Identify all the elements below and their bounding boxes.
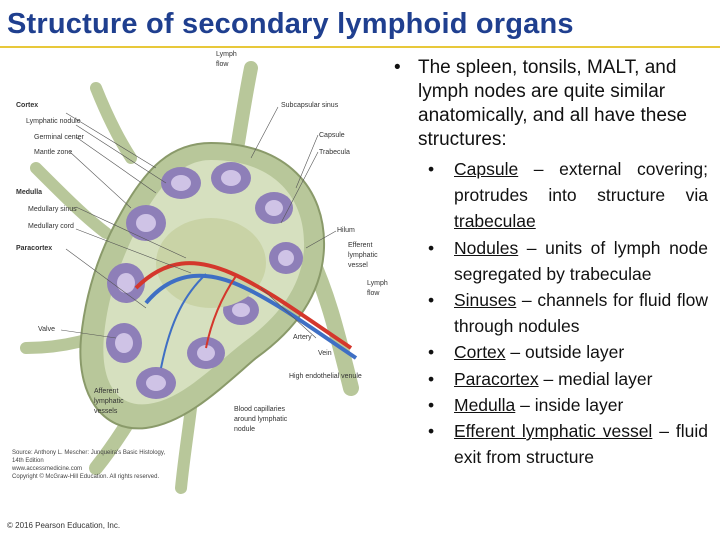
sub-bullet-paracortex: • Paracortex – medial layer (428, 366, 708, 392)
label-cortex: Cortex (16, 102, 39, 109)
desc: – external covering; protrudes into stru… (454, 159, 708, 206)
desc: – fluid exit from structure (454, 421, 708, 468)
title-bar: Structure of secondary lymphoid organs (0, 0, 720, 44)
bullet-dot-icon: • (428, 421, 435, 442)
sub-bullet-cortex: • Cortex – outside layer (428, 339, 708, 365)
bullet-dot-icon: • (428, 394, 435, 415)
bullet-dot-icon: • (428, 342, 435, 363)
term: Medulla (454, 394, 516, 415)
label-germinal-center: Germinal center (34, 134, 84, 141)
medulla-region (156, 218, 266, 308)
label-lymph-flow-top-1: Lymph (216, 51, 237, 58)
label-efferent-1: Efferent (348, 242, 373, 249)
bullet-text: • The spleen, tonsils, MALT, and lymph n… (392, 56, 708, 470)
term: Capsule (454, 159, 519, 179)
afferent-vessel-left-top (90, 82, 137, 164)
label-afferent-2: lymphatic (94, 398, 124, 405)
source-line: 14th Edition (12, 458, 44, 464)
desc: – inside layer (515, 394, 624, 415)
sub-bullet-nodules: • Nodules – units of lymph node segregate… (428, 235, 708, 287)
label-mantle-zone: Mantle zone (34, 149, 73, 156)
term: Efferent lymphatic vessel (454, 421, 653, 442)
label-blood-cap-1: Blood capillaries (234, 406, 285, 413)
label-medullary-cord: Medullary cord (28, 223, 74, 230)
label-capsule: Capsule (319, 132, 345, 139)
title-rule (0, 46, 720, 48)
sub-bullet-list: • Capsule – external covering; protrudes … (392, 156, 708, 470)
desc: – outside layer (505, 342, 625, 363)
desc: – units of lymph node segregated by trab… (454, 237, 708, 284)
main-bullet: • The spleen, tonsils, MALT, and lymph n… (392, 56, 708, 152)
lymph-node-diagram: Lymph flow Cortex Lymphatic nodule Germi… (6, 48, 401, 518)
vein-branch (160, 273, 207, 369)
source-line: Source: Anthony L. Mescher: Junqueira's … (12, 450, 166, 456)
sub-bullet-medulla: • Medulla – inside layer (428, 392, 708, 418)
term: Sinuses (454, 290, 517, 311)
slide-title: Structure of secondary lymphoid organs (7, 8, 574, 40)
label-paracortex: Paracortex (16, 245, 53, 252)
term: Cortex (454, 342, 506, 363)
source-credit: Source: Anthony L. Mescher: Junqueira's … (12, 449, 165, 481)
label-hev: High endothelial venule (289, 373, 362, 380)
term: Nodules (454, 237, 519, 258)
vein (144, 273, 358, 360)
artery-branch (205, 275, 237, 349)
label-lymphatic-nodule: Lymphatic nodule (26, 118, 81, 125)
label-artery: Artery (293, 334, 312, 341)
copyright-notice: © 2016 Pearson Education, Inc. (7, 521, 121, 530)
term-extra: trabeculae (454, 211, 536, 232)
lymph-node-illustration (20, 61, 359, 494)
label-medulla: Medulla (16, 189, 43, 196)
label-valve: Valve (38, 326, 55, 333)
term: Paracortex (454, 368, 539, 389)
desc: – medial layer (538, 368, 653, 389)
label-trabecula: Trabecula (319, 149, 350, 156)
label-blood-cap-2: around lymphatic (234, 416, 288, 423)
label-lymph-flow-side-1: Lymph (367, 280, 388, 287)
label-afferent-3: vessels (94, 408, 118, 415)
label-medullary-sinus: Medullary sinus (28, 206, 77, 213)
label-blood-cap-3: nodule (234, 426, 256, 433)
label-lymph-flow-top-2: flow (216, 61, 229, 68)
label-vein: Vein (318, 350, 332, 357)
desc: – channels for fluid flow through nodule… (454, 290, 708, 337)
bullet-dot-icon: • (394, 57, 401, 78)
label-hilum: Hilum (337, 227, 355, 234)
label-subcapsular-sinus: Subcapsular sinus (281, 102, 339, 109)
bullet-dot-icon: • (428, 237, 435, 258)
sub-bullet-efferent: • Efferent lymphatic vessel – fluid exit … (428, 418, 708, 470)
artery (134, 261, 353, 350)
bullet-dot-icon: • (428, 159, 435, 179)
afferent-vessel-bottom-right (175, 402, 197, 494)
sub-bullet-sinuses: • Sinuses – channels for fluid flow throu… (428, 287, 708, 339)
source-line: www.accessmedicine.com (12, 466, 83, 472)
source-line: Copyright © McGraw-Hill Education. All r… (12, 474, 160, 480)
main-bullet-text: The spleen, tonsils, MALT, and lymph nod… (418, 57, 687, 150)
bullet-dot-icon: • (428, 290, 435, 311)
afferent-vessel-top (231, 61, 258, 150)
lymphatic-nodules (106, 162, 303, 399)
label-afferent-1: Afferent (94, 388, 119, 395)
sub-bullet-capsule: • Capsule – external covering; protrudes … (428, 156, 708, 235)
label-efferent-2: lymphatic (348, 252, 378, 259)
bullet-dot-icon: • (428, 368, 435, 389)
afferent-vessel-left (30, 162, 112, 239)
label-efferent-3: vessel (348, 262, 368, 269)
label-lymph-flow-side-2: flow (367, 290, 380, 297)
